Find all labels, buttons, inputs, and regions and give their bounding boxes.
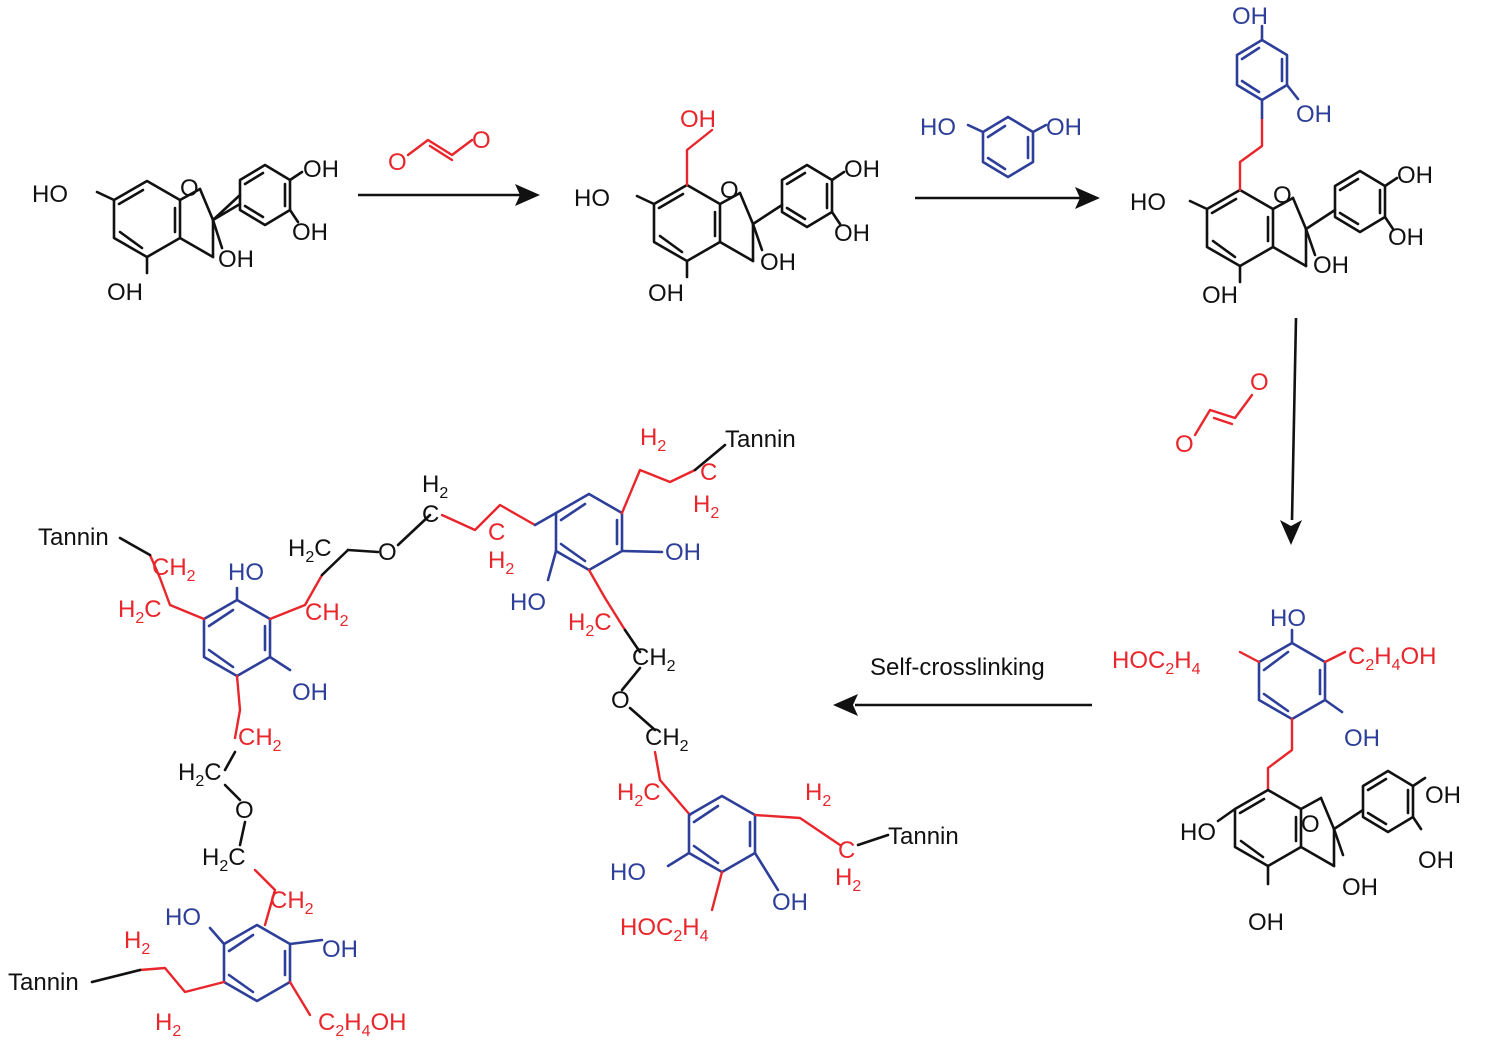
- net-d-oh-left: HO: [165, 904, 201, 931]
- net-h2c-1: H2C: [118, 596, 162, 627]
- net-b-oh-right: OH: [665, 539, 701, 566]
- glyoxal-reagent-1: O O: [388, 127, 491, 176]
- net-ch2-3: CH2: [632, 644, 676, 675]
- hydroxyl-7-3: HO: [1130, 189, 1166, 216]
- glyoxal2-o-left: O: [1175, 431, 1194, 458]
- net-h2-2: H2: [488, 547, 514, 578]
- hydroxyl-5-4: OH: [1248, 909, 1284, 936]
- net-ch2-1: CH2: [152, 554, 196, 585]
- net-tannin-3: Tannin: [888, 823, 959, 850]
- net-a-oh-top: HO: [228, 559, 264, 586]
- net-c-3: C: [700, 459, 717, 486]
- net-ch2-2: CH2: [305, 599, 349, 630]
- arrow-3: [1280, 317, 1302, 545]
- arrow-2: [915, 187, 1100, 209]
- hydroxyethyl-catechin: O HO OH OH OH OH OH: [574, 106, 880, 307]
- adduct2-oh-top: HO: [1270, 605, 1306, 632]
- glyoxal-o-left: O: [388, 149, 407, 176]
- net-d-oh-right: OH: [322, 936, 358, 963]
- resorcinol-oh: OH: [1046, 114, 1082, 141]
- net-a-oh-side: OH: [292, 679, 328, 706]
- hydroxyethyl-oh: OH: [680, 106, 716, 133]
- hydroxyethylated-adduct: HO OH HOC2H4 C2H4OH O HO OH OH OH OH: [1112, 605, 1461, 936]
- net-tannin-4: Tannin: [8, 969, 79, 996]
- net-h2c-3: H2C: [568, 609, 612, 640]
- hydroxyl-4p-2: OH: [844, 156, 880, 183]
- resorcinol-reagent: HO OH: [920, 114, 1082, 179]
- hydroxyl-3p-3: OH: [1388, 224, 1424, 251]
- net-h2c-5: H2C: [178, 759, 222, 790]
- net-ether-o-2: O: [611, 687, 630, 714]
- net-h2-3: H2: [640, 424, 666, 455]
- hydroxyl-4p: OH: [303, 156, 339, 183]
- net-h2-5: H2: [805, 779, 831, 810]
- glyoxal-reagent-2: O O: [1175, 369, 1269, 458]
- ring-oxygen-3: O: [1273, 182, 1292, 209]
- adduct2-oh-side: OH: [1344, 725, 1380, 752]
- adduct-resorcinol-oh-side: OH: [1296, 101, 1332, 128]
- net-c-1: C: [422, 501, 439, 528]
- ring-oxygen: O: [180, 175, 199, 202]
- glyoxal2-o-right: O: [1250, 369, 1269, 396]
- net-ch2-5: CH2: [238, 724, 282, 755]
- crosslinked-network: HO OH Tannin CH2 H2C CH2 H2C O H2 C C H2…: [8, 424, 959, 1040]
- net-c2h4oh-d: C2H4OH: [318, 1009, 407, 1040]
- resorcinol-ho: HO: [920, 114, 956, 141]
- net-ch2-6: CH2: [270, 887, 314, 918]
- net-h2c-6: H2C: [202, 844, 246, 875]
- hydroxyl-4p-3: OH: [1397, 162, 1433, 189]
- hydroxyl-3-2: OH: [760, 249, 796, 276]
- net-hoc2h4-c: HOC2H4: [620, 914, 709, 945]
- hydroxyl-5: OH: [107, 279, 143, 306]
- net-ether-o-3: O: [235, 797, 254, 824]
- net-h2-1: H2: [422, 471, 448, 502]
- net-ch2-4: CH2: [645, 724, 689, 755]
- self-crosslinking-label: Self-crosslinking: [870, 654, 1045, 681]
- net-h2-6: H2: [835, 864, 861, 895]
- adduct-resorcinol-oh-top: OH: [1232, 3, 1268, 30]
- hydroxyl-3-4: OH: [1342, 874, 1378, 901]
- hydroxyl-5-2: OH: [648, 280, 684, 307]
- ring-oxygen-2: O: [720, 177, 739, 204]
- net-h2-7: H2: [124, 927, 150, 958]
- net-h2c-2: H2C: [288, 535, 332, 566]
- net-h2c-4: H2C: [617, 779, 661, 810]
- hydroxyl-5-3: OH: [1202, 282, 1238, 309]
- hydroxyl-3p-2: OH: [834, 220, 870, 247]
- hydroxyl-3p: OH: [292, 219, 328, 246]
- hydroxyl-3p-4: OH: [1418, 847, 1454, 874]
- net-c-oh-left: HO: [610, 859, 646, 886]
- hydroxyl-7-2: HO: [574, 185, 610, 212]
- catechin-molecule: O HO OH OH OH OH: [32, 156, 339, 306]
- catechin-resorcinol-adduct: OH OH O HO OH OH OH OH: [1130, 3, 1433, 309]
- net-tannin-2: Tannin: [725, 426, 796, 453]
- hydroxyl-7-4: HO: [1180, 819, 1216, 846]
- hydroxyl-3: OH: [218, 246, 254, 273]
- net-tannin-1: Tannin: [38, 524, 109, 551]
- net-h2-8: H2: [155, 1009, 181, 1040]
- ring-oxygen-4: O: [1301, 811, 1320, 838]
- hydroxyl-7: HO: [32, 181, 68, 208]
- net-c-oh-right: OH: [772, 889, 808, 916]
- net-c-2: C: [488, 519, 505, 546]
- glyoxal-o-right: O: [472, 127, 491, 154]
- hydroxyl-3-3: OH: [1313, 252, 1349, 279]
- net-b-oh-left: HO: [510, 589, 546, 616]
- arrow-1: [358, 184, 540, 206]
- net-h2-4: H2: [693, 491, 719, 522]
- adduct2-hoc2h4: HOC2H4: [1112, 647, 1201, 678]
- net-c-5: C: [838, 837, 855, 864]
- arrow-4: Self-crosslinking: [833, 654, 1092, 716]
- adduct2-c2h4oh: C2H4OH: [1348, 643, 1437, 674]
- net-ether-o-1: O: [378, 539, 397, 566]
- hydroxyl-4p-4: OH: [1425, 782, 1461, 809]
